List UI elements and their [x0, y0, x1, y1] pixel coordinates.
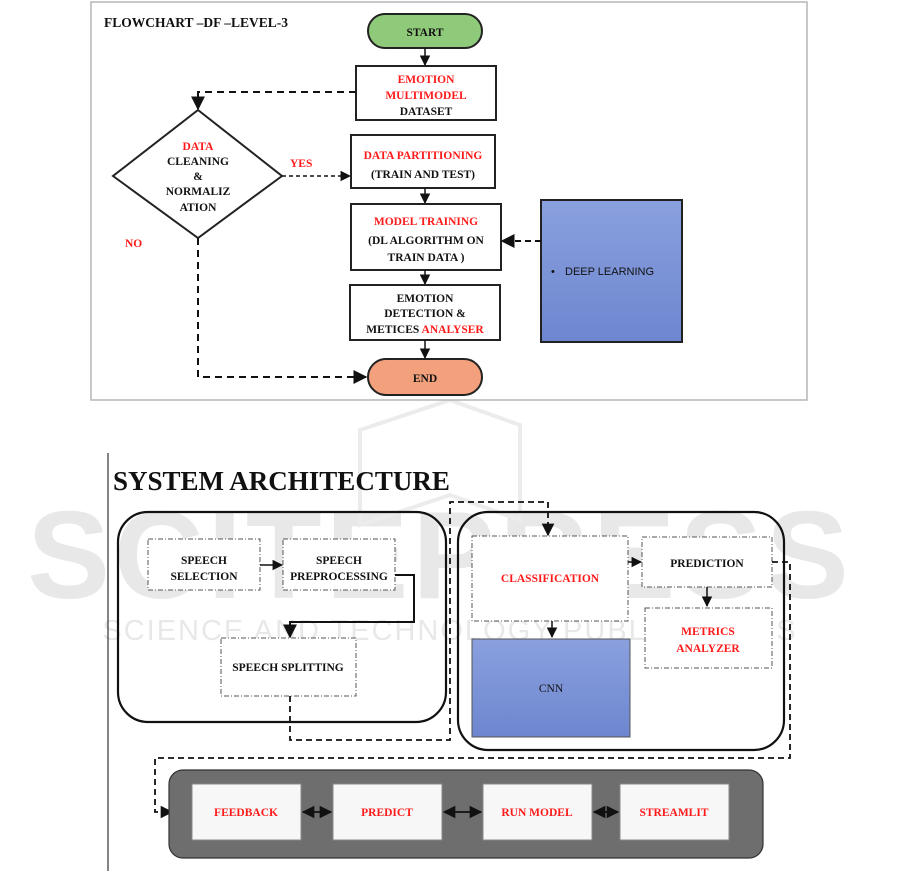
- detect-line3: METICES ANALYSER: [366, 324, 484, 336]
- training-line3: TRAIN DATA ): [388, 252, 465, 264]
- no-label: NO: [125, 238, 142, 250]
- prediction-label: PREDICTION: [670, 558, 744, 570]
- dataset-line2: MULTIMODEL: [385, 90, 467, 102]
- dataset-line3: DATASET: [400, 106, 453, 118]
- decision-line3: &: [193, 171, 203, 183]
- decision-line4: NORMALIZ: [166, 186, 231, 198]
- detect-line3a: METICES: [366, 324, 421, 336]
- metrics-line2: ANALYZER: [676, 643, 740, 655]
- detect-line3b: ANALYSER: [422, 324, 485, 336]
- cnn-label: CNN: [539, 683, 564, 695]
- arrow-splitting-classification: [289, 501, 555, 741]
- arrow-no-end: [197, 238, 368, 384]
- decision-line1: DATA: [183, 141, 215, 153]
- arrow-dataset-decision: [191, 91, 356, 111]
- pipeline-streamlit-label: STREAMLIT: [639, 807, 708, 819]
- flowchart-title: FLOWCHART –DF –LEVEL-3: [104, 15, 288, 30]
- prediction-box: [641, 536, 773, 588]
- classification-label: CLASSIFICATION: [501, 573, 600, 585]
- partition-box: [350, 134, 496, 189]
- speech-splitting-box: [220, 637, 357, 697]
- speech-preprocessing-line1: SPEECH: [316, 555, 362, 567]
- training-box: [350, 203, 502, 271]
- pipeline-runmodel-box: [482, 783, 593, 841]
- dataset-box: [355, 65, 497, 121]
- detect-box: [349, 284, 501, 341]
- speech-splitting-label: SPEECH SPLITTING: [232, 662, 344, 674]
- detect-line1: EMOTION: [397, 293, 455, 305]
- speech-preprocessing-line2: PREPROCESSING: [290, 571, 388, 583]
- pipeline-predict-label: PREDICT: [361, 807, 413, 819]
- decision-line2: CLEANING: [167, 156, 229, 168]
- pipeline-streamlit-box: [619, 783, 730, 841]
- arrow-prediction-pipeline: [154, 561, 791, 819]
- partition-line2: (TRAIN AND TEST): [371, 169, 475, 181]
- training-line1: MODEL TRAINING: [374, 216, 478, 228]
- model-group: [456, 510, 786, 752]
- deep-learning-bullet: •: [551, 266, 555, 278]
- pipeline-runmodel-label: RUN MODEL: [501, 807, 573, 819]
- speech-selection-line1: SPEECH: [181, 555, 227, 567]
- detect-line2: DETECTION &: [384, 308, 466, 320]
- start-label: START: [406, 27, 443, 39]
- metrics-line1: METRICS: [681, 626, 735, 638]
- pipeline-feedback-label: FEEDBACK: [214, 807, 278, 819]
- architecture-title: SYSTEM ARCHITECTURE: [113, 466, 450, 496]
- end-node: [367, 358, 483, 396]
- pipeline-predict-box: [332, 783, 443, 841]
- speech-selection-box: [147, 538, 261, 591]
- end-label: END: [413, 373, 437, 385]
- decision-line5: ATION: [180, 202, 218, 214]
- classification-box: [471, 535, 629, 622]
- deep-learning-box: [540, 199, 683, 343]
- dataset-line1: EMOTION: [398, 74, 456, 86]
- arrow-preprocessing-splitting: [283, 574, 415, 639]
- cnn-box: [471, 638, 631, 738]
- speech-group: [116, 510, 448, 724]
- deep-learning-label: DEEP LEARNING: [565, 266, 654, 278]
- metrics-box: [644, 607, 773, 669]
- speech-selection-line2: SELECTION: [170, 571, 238, 583]
- partition-line1: DATA PARTITIONING: [364, 150, 483, 162]
- yes-label: YES: [290, 158, 312, 170]
- training-line2: (DL ALGORITHM ON: [368, 235, 484, 247]
- pipeline-feedback-box: [191, 783, 302, 841]
- speech-preprocessing-box: [282, 538, 396, 591]
